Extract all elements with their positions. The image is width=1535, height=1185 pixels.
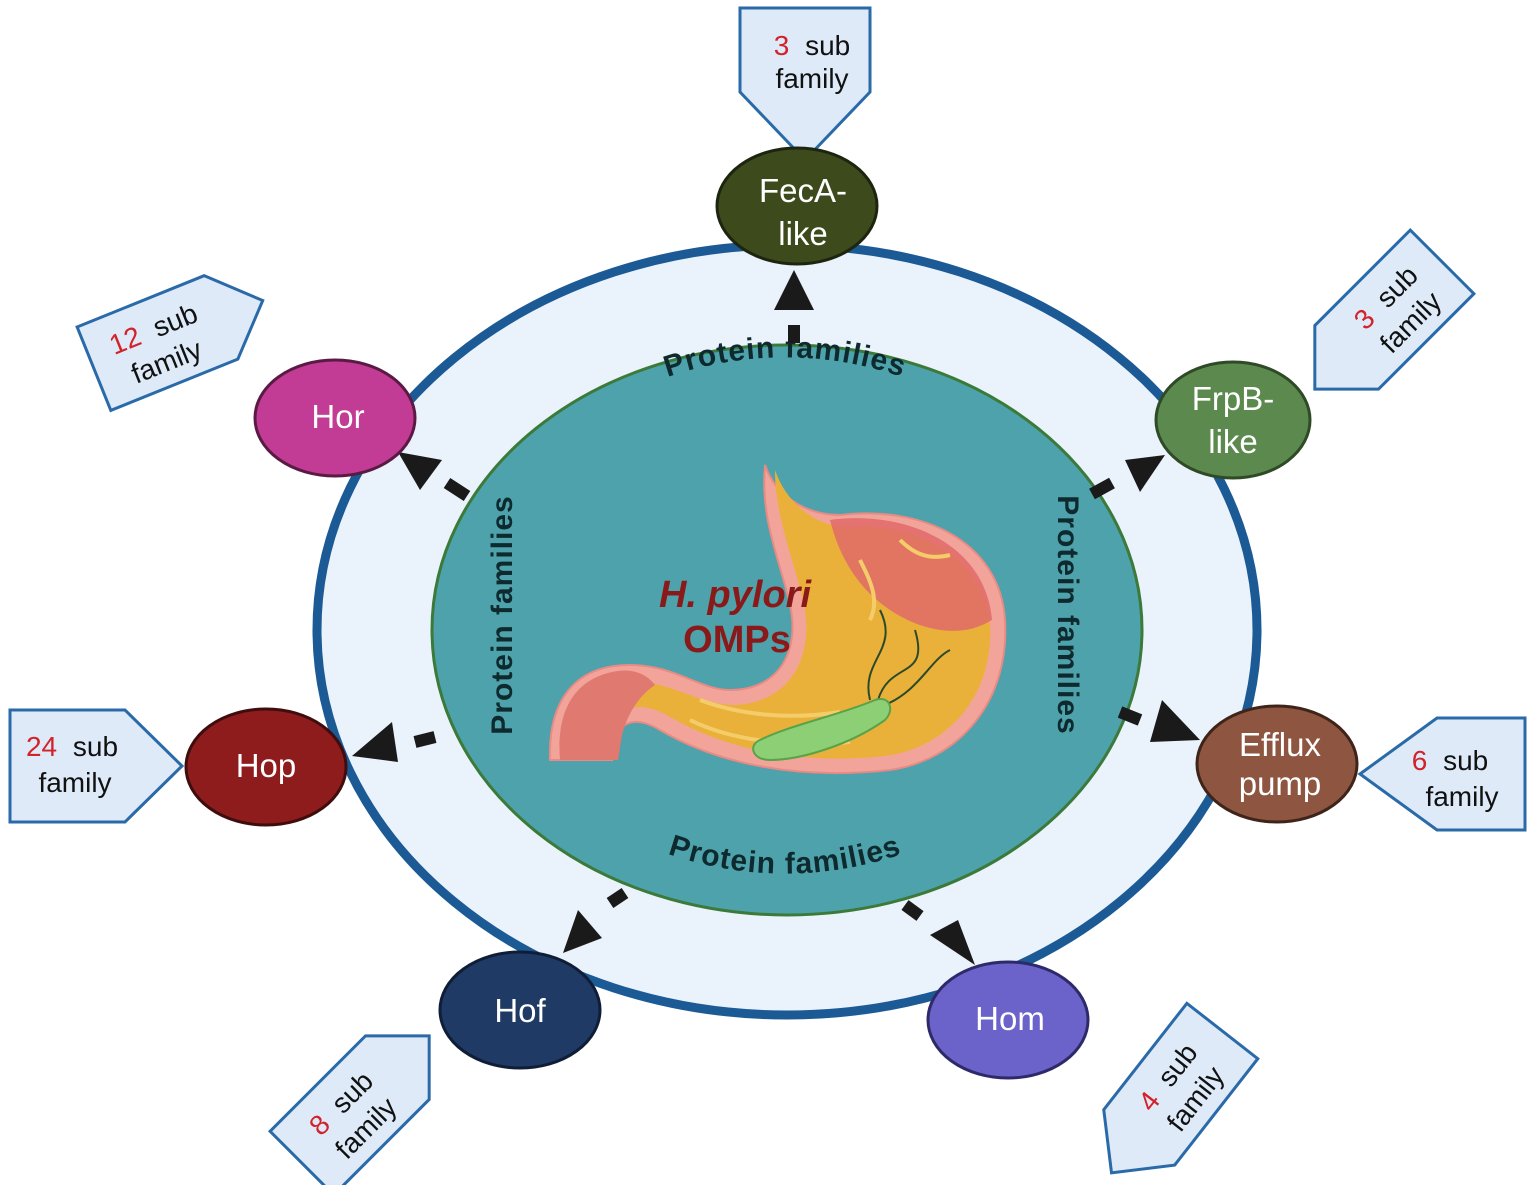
efflux-family: family [1425, 781, 1498, 812]
svg-text:3 sub: 3 sub [774, 30, 851, 61]
feca-sub: sub [805, 30, 850, 61]
node-efflux[interactable]: Efflux pump [1195, 704, 1359, 824]
arrow-hom [901, 900, 975, 965]
node-hof[interactable]: Hof [438, 950, 602, 1070]
arrow-efflux [1117, 700, 1200, 742]
node-frpb[interactable]: FrpB- like [1154, 360, 1312, 480]
ring-label-right: Protein families [1051, 495, 1084, 734]
callout-hof: 8 sub family [267, 1034, 431, 1185]
feca-count: 3 [774, 30, 790, 61]
node-hor[interactable]: Hor [253, 358, 417, 478]
ring-label-left: Protein families [486, 495, 519, 734]
callout-feca: 3 sub family [738, 6, 872, 163]
hop-sub: sub [73, 731, 118, 762]
center-title-line2: OMPs [683, 619, 791, 661]
node-hom[interactable]: Hom [926, 960, 1090, 1080]
svg-text:24 sub: 24 sub [26, 731, 118, 762]
callout-hop: 24 sub family [8, 708, 185, 824]
center-title-line1: H. pylori [659, 574, 812, 616]
node-efflux-line1: Efflux [1239, 726, 1321, 763]
arrow-frpb [1089, 455, 1165, 500]
node-feca-line2: like [778, 215, 828, 252]
arrows [352, 270, 1200, 965]
callout-frpb: 3 sub family [1313, 227, 1477, 391]
inner-circle [430, 343, 1144, 917]
node-hop[interactable]: Hop [184, 707, 348, 827]
arrow-hor [398, 452, 471, 502]
node-frpb-line1: FrpB- [1192, 380, 1275, 417]
hop-family: family [38, 767, 111, 798]
feca-family: family [775, 63, 848, 94]
callout-hom: 4 sub family [1102, 1001, 1260, 1175]
arrow-hof [563, 888, 629, 953]
callout-hor: 12 sub family [75, 274, 265, 413]
efflux-sub: sub [1443, 745, 1488, 776]
node-hom-label: Hom [975, 1000, 1045, 1037]
node-efflux-line2: pump [1239, 765, 1322, 802]
stomach-illustration [548, 464, 1007, 775]
node-hop-label: Hop [236, 747, 297, 784]
node-hor-label: Hor [311, 398, 364, 435]
efflux-count: 6 [1412, 745, 1428, 776]
node-feca-line1: FecA- [759, 172, 847, 209]
arrow-hop [352, 722, 437, 762]
node-feca[interactable]: FecA- like [715, 146, 879, 266]
node-hof-label: Hof [494, 992, 546, 1029]
svg-text:6 sub: 6 sub [1412, 745, 1489, 776]
node-frpb-line2: like [1208, 423, 1258, 460]
callout-efflux: 6 sub family [1357, 716, 1527, 832]
arrow-feca [774, 270, 814, 343]
hop-count: 24 [26, 731, 57, 762]
